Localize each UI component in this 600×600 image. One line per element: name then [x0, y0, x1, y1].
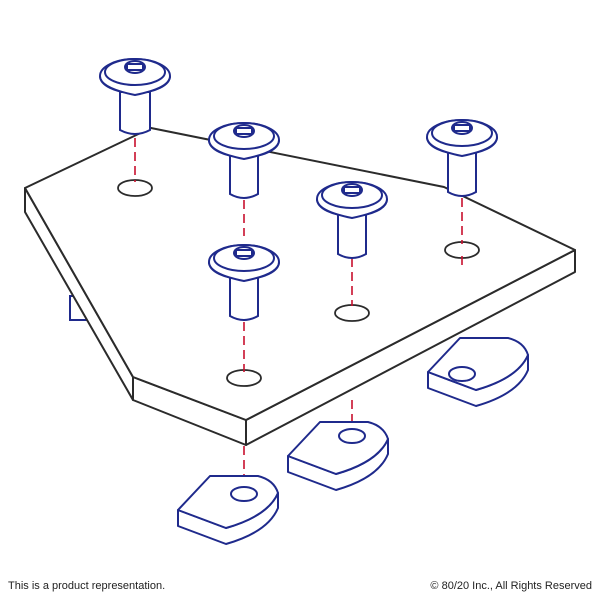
- t-nut-3: [177, 475, 279, 545]
- screws: [99, 58, 498, 321]
- disclaimer-text: This is a product representation.: [8, 580, 166, 592]
- screw-2: [208, 122, 280, 199]
- t-nut-2: [287, 421, 389, 491]
- hole-3: [334, 304, 370, 322]
- hole-1: [117, 179, 153, 197]
- hole-4: [226, 369, 262, 387]
- t-nut-1: [427, 337, 529, 407]
- screw-3: [426, 119, 498, 197]
- copyright-text: © 80/20 Inc., All Rights Reserved: [430, 580, 592, 592]
- screw-4: [316, 181, 388, 259]
- screw-1: [99, 58, 171, 135]
- hole-2: [444, 241, 480, 259]
- screw-5: [208, 244, 280, 321]
- t-nuts: [177, 337, 529, 545]
